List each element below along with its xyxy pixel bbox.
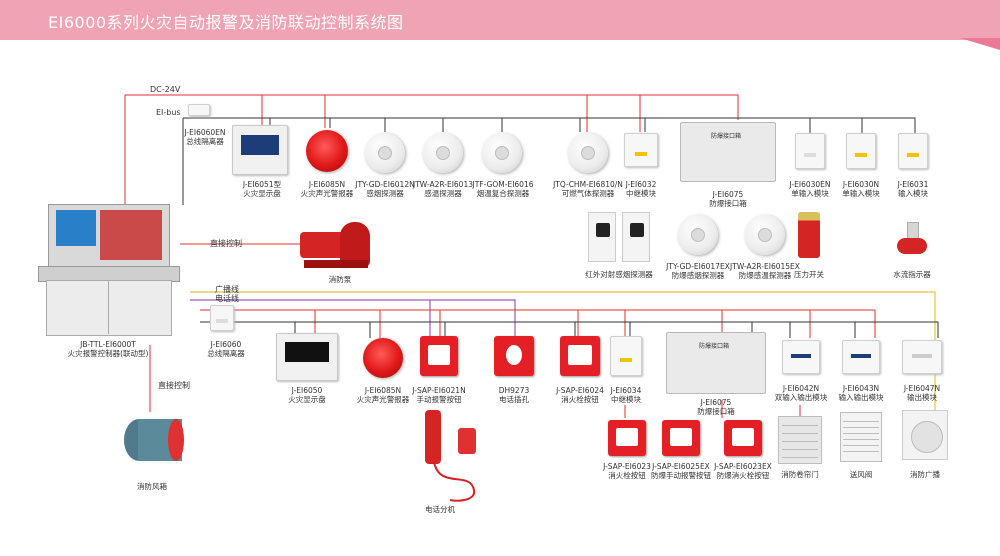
- label-eibus: EI-bus: [156, 108, 181, 117]
- wire-relay-down: [624, 400, 801, 418]
- ex-temp-device: [745, 215, 785, 255]
- phone-extension-device: [425, 410, 441, 464]
- phone-holder-device: [458, 428, 476, 454]
- gas-detector-device: [568, 133, 608, 173]
- single-io-device: [795, 133, 825, 169]
- roller-door-device: [778, 416, 822, 464]
- label-air-supply-valve: 送风阀: [849, 470, 873, 479]
- fire-pump-device: [300, 218, 372, 270]
- wire-bus-bottom: [200, 321, 939, 338]
- wire-phone: [190, 299, 516, 336]
- ex-manual-alarm-device: [662, 420, 700, 456]
- ir-beam-device-2: [622, 212, 650, 262]
- single-input-device: [846, 133, 876, 169]
- flow-indicator-device: [895, 222, 929, 260]
- display-panel-bottom-device: [276, 333, 338, 381]
- hydrant-button-device: [560, 336, 600, 376]
- page-title: EI6000系列火灾自动报警及消防联动控制系统图: [48, 13, 404, 32]
- display-panel-top-device: [232, 125, 288, 175]
- wire-eibus-drops: [269, 118, 863, 133]
- manual-alarm-device: [420, 336, 458, 376]
- explosion-box-bottom-device: 防爆接口箱: [666, 332, 766, 394]
- ex-smoke-device: [678, 215, 718, 255]
- relay-bottom-device: [610, 336, 642, 376]
- label-dc24v: DC-24V: [150, 85, 181, 94]
- label-broadcast: 广播线: [215, 285, 239, 294]
- pressure-switch-device: [798, 212, 820, 258]
- ex-hydrant-button-device: [724, 420, 762, 456]
- label-fire-pump: 消防泵: [328, 275, 352, 284]
- header-bar: EI6000系列火灾自动报警及消防联动控制系统图: [0, 0, 1000, 50]
- wire-dc24v-drops: [261, 95, 739, 132]
- explosion-box-bottom-label: 防爆接口箱: [699, 343, 730, 350]
- label-direct-control-pump: 直接控制: [210, 239, 242, 248]
- isolator-bottom-device: [210, 305, 234, 331]
- alarm-controller-device: [38, 204, 180, 336]
- label-pressure-switch: 压力开关: [794, 270, 824, 279]
- label-ir-beam: 红外对射感烟探测器: [585, 270, 653, 279]
- temp-detector-device: [423, 133, 463, 173]
- phone-cord: [433, 461, 476, 502]
- explosion-box-top-device: 防爆接口箱: [680, 122, 776, 182]
- air-supply-valve-device: [840, 412, 882, 462]
- label-phone-extension: 电话分机: [425, 505, 455, 514]
- io-module-device: [842, 340, 880, 374]
- label-display-top: J-EI6051型火灾显示盘: [242, 180, 282, 198]
- input-module-device: [898, 133, 928, 169]
- wire-eibus-top: [182, 117, 916, 205]
- broadcast-speaker-device: [902, 410, 948, 460]
- phone-jack-device: [494, 336, 534, 376]
- label-phone: 电话线: [215, 294, 239, 303]
- siren-bottom-device: [363, 338, 403, 378]
- combo-detector-device: [482, 133, 522, 173]
- ir-beam-device-1: [588, 212, 616, 262]
- smoke-detector-device: [365, 133, 405, 173]
- dual-io-device: [782, 340, 820, 374]
- explosion-box-top-label: 防爆接口箱: [711, 133, 742, 140]
- hydrant-button-2-device: [608, 420, 646, 456]
- label-fire-fan: 消防风箱: [137, 482, 167, 491]
- output-module-device: [902, 340, 942, 374]
- label-roller-door: 消防卷帘门: [781, 470, 819, 479]
- isolator-top-device: [188, 104, 210, 116]
- label-direct-control-fan: 直接控制: [158, 381, 190, 390]
- label-flow-indicator: 水流指示器: [893, 270, 931, 279]
- relay-top-device: [624, 133, 658, 167]
- label-broadcast-speaker: 消防广播: [910, 470, 940, 479]
- siren-top-device: [306, 130, 348, 172]
- fire-fan-device: [120, 415, 186, 465]
